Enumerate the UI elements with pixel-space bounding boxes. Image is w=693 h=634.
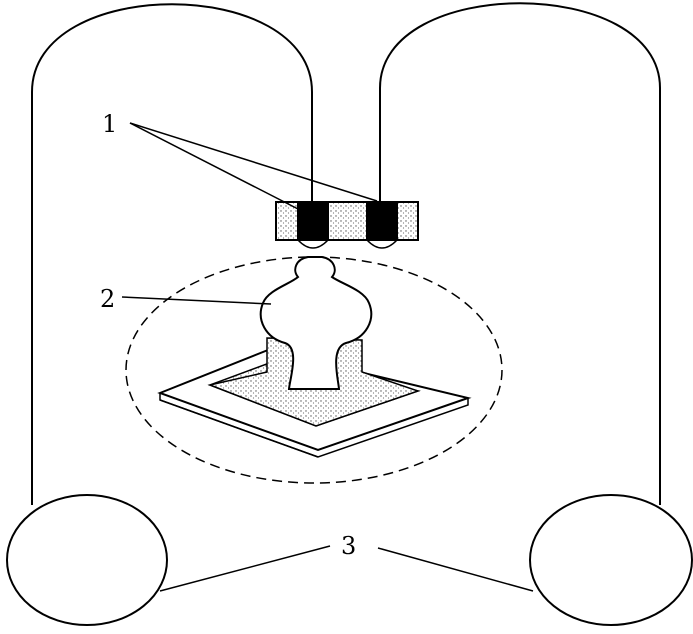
right-bottom-circle <box>529 494 693 626</box>
leader-line-3b <box>377 547 534 592</box>
striped-block <box>275 201 419 249</box>
right-arch <box>379 2 661 505</box>
label-3: 3 <box>341 532 357 560</box>
leader-line-1a <box>129 122 301 211</box>
leader-line-1b <box>129 122 378 202</box>
leader-line-2 <box>121 296 272 305</box>
label-1: 1 <box>102 110 118 138</box>
leader-line-3a <box>159 545 331 592</box>
left-bottom-circle <box>6 494 168 626</box>
bulb-structure <box>259 256 373 390</box>
left-arch <box>31 3 313 505</box>
dashed-region <box>125 256 503 484</box>
label-2: 2 <box>100 285 116 313</box>
